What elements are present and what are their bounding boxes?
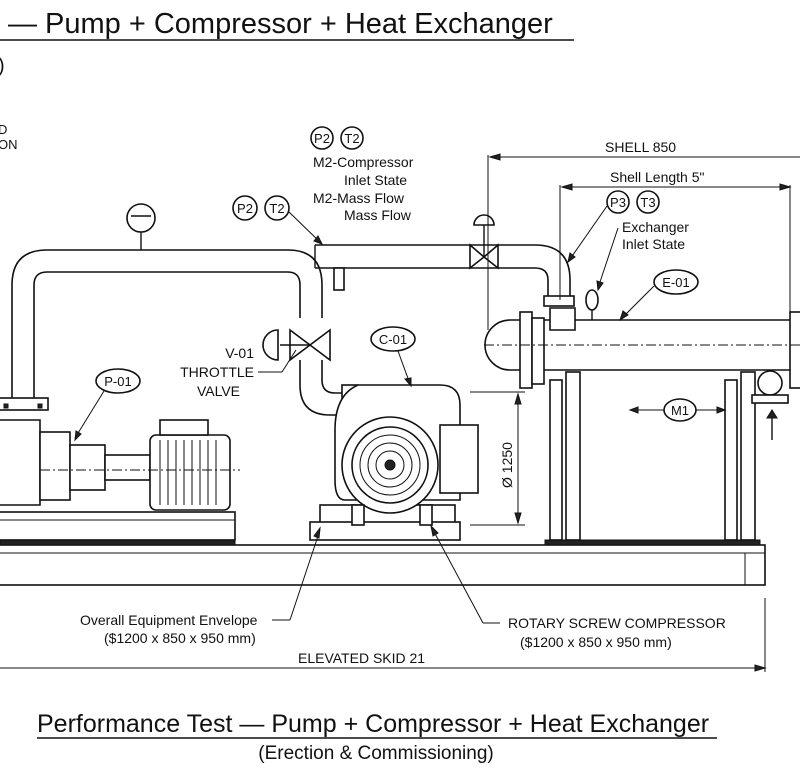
shell-dimension-label: SHELL 850 (605, 139, 676, 155)
instrument-p2-t2-mid: P2 T2 (232, 195, 324, 245)
svg-text:THROTTLE: THROTTLE (180, 364, 254, 380)
svg-text:E-01: E-01 (662, 275, 689, 290)
svg-text:VALVE: VALVE (197, 383, 240, 399)
exchanger-inlet-line1: Exchanger (622, 219, 689, 235)
tag-t2-top: T2 (344, 131, 359, 146)
instrument-p2-t2-top: P2 T2 M2-Compressor Inlet State M2-Mass … (310, 126, 414, 223)
svg-text:($1200 x 850 x 950 mm): ($1200 x 850 x 950 mm) (520, 634, 672, 650)
top-title: — Pump + Compressor + Heat Exchanger (8, 8, 553, 40)
dimension-diameter: Ø 1250 (470, 391, 525, 526)
svg-text:M1: M1 (671, 403, 689, 418)
footer-title: Performance Test — Pump + Compressor + H… (37, 710, 709, 738)
throttle-valve (262, 328, 345, 416)
shell-length-label: Shell Length 5" (610, 169, 705, 185)
tag-p2-top: P2 (314, 131, 330, 146)
compressor-callout: ROTARY SCREW COMPRESSOR ($1200 x 850 x 9… (430, 524, 726, 650)
diameter-label: Ø 1250 (499, 442, 515, 488)
pump-assembly (0, 419, 240, 541)
compressor-inlet-line2: Inlet State (344, 172, 407, 188)
tag-t3: T3 (640, 195, 655, 210)
tag-t2-mid: T2 (269, 201, 284, 216)
dimension-shell: SHELL 850 (487, 139, 800, 330)
elevated-skid (0, 539, 766, 586)
compressor-tag: C-01 (370, 326, 416, 388)
svg-text:P-01: P-01 (104, 374, 131, 389)
mass-flow-line2: Mass Flow (344, 207, 412, 223)
exchanger-inlet-line2: Inlet State (622, 236, 685, 252)
pump-tag: P-01 (74, 368, 141, 442)
dimension-shell-length: Shell Length 5" (559, 169, 792, 312)
dimension-skid: ELEVATED SKID 21 (0, 598, 767, 672)
heat-exchanger (484, 289, 800, 541)
valve-label: V-01 THROTTLE VALVE (180, 345, 297, 399)
svg-text:C-01: C-01 (379, 332, 407, 347)
compressor-header-pipe (314, 214, 575, 307)
tag-p3: P3 (610, 195, 626, 210)
top-subtitle: ) (0, 55, 5, 77)
envelope-callout: Overall Equipment Envelope ($1200 x 850 … (80, 526, 321, 646)
skid-dimension-label: ELEVATED SKID 21 (298, 650, 425, 666)
meter-tag: M1 (628, 398, 727, 422)
footer-subtitle: (Erection & Commissioning) (258, 743, 493, 764)
svg-text:V-01: V-01 (225, 345, 254, 361)
compressor-inlet-line1: M2-Compressor (313, 154, 414, 170)
svg-text:ROTARY SCREW COMPRESSOR: ROTARY SCREW COMPRESSOR (508, 615, 726, 631)
svg-text:Overall Equipment Envelope: Overall Equipment Envelope (80, 612, 258, 628)
rotary-screw-compressor (309, 384, 479, 541)
discharge-pipe (0, 203, 323, 411)
exchanger-tag: E-01 (619, 269, 699, 322)
tag-p2-mid: P2 (237, 201, 253, 216)
left-note-line2: ON (0, 137, 18, 152)
pressure-gauge-icon (126, 203, 156, 233)
mass-flow-line1: M2-Mass Flow (313, 190, 405, 206)
left-note-line1: D (0, 122, 7, 137)
svg-text:($1200 x 850 x 950 mm): ($1200 x 850 x 950 mm) (104, 630, 256, 646)
instrument-p3-t3: P3 T3 Exchanger Inlet State (567, 190, 689, 292)
